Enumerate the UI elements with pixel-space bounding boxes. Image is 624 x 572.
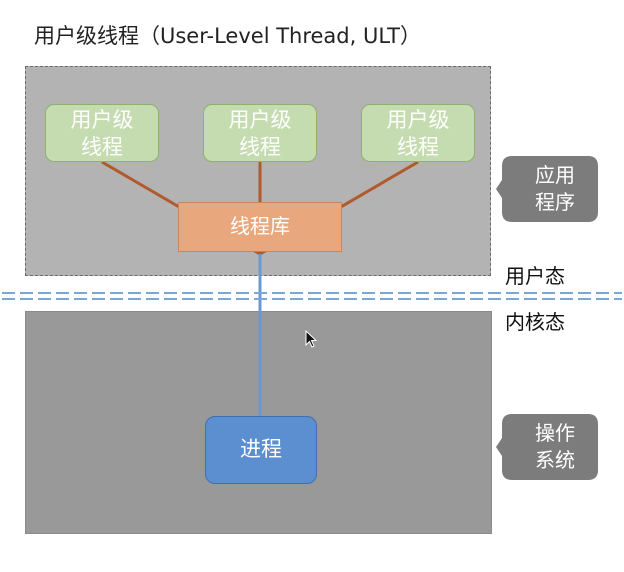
user-thread-label-line1: 用户级 bbox=[70, 108, 134, 132]
mouse-cursor-icon bbox=[305, 330, 318, 348]
user-thread-label-line2: 线程 bbox=[397, 135, 439, 159]
user-thread-label-line1: 用户级 bbox=[386, 108, 450, 132]
diagram-title: 用户级线程（User-Level Thread, ULT） bbox=[34, 24, 421, 48]
callout-shape bbox=[496, 156, 598, 222]
user-thread-box-3: 用户级 线程 bbox=[361, 104, 475, 162]
user-mode-label: 用户态 bbox=[505, 264, 565, 288]
os-callout: 操作 系统 bbox=[496, 414, 598, 480]
application-callout-line1: 应用 bbox=[535, 163, 575, 187]
os-callout-line1: 操作 bbox=[535, 421, 575, 445]
thread-library-box: 线程库 bbox=[178, 202, 342, 252]
os-callout-line2: 系统 bbox=[535, 448, 575, 472]
application-callout-line2: 程序 bbox=[535, 190, 575, 214]
user-thread-label-line1: 用户级 bbox=[228, 108, 292, 132]
kernel-mode-label: 内核态 bbox=[505, 310, 565, 334]
user-thread-box-2: 用户级 线程 bbox=[203, 104, 317, 162]
user-thread-box-1: 用户级 线程 bbox=[45, 104, 159, 162]
user-thread-label-line2: 线程 bbox=[81, 135, 123, 159]
application-callout: 应用 程序 bbox=[496, 156, 598, 222]
process-box: 进程 bbox=[205, 416, 317, 484]
user-thread-label-line2: 线程 bbox=[239, 135, 281, 159]
callout-shape bbox=[496, 414, 598, 480]
